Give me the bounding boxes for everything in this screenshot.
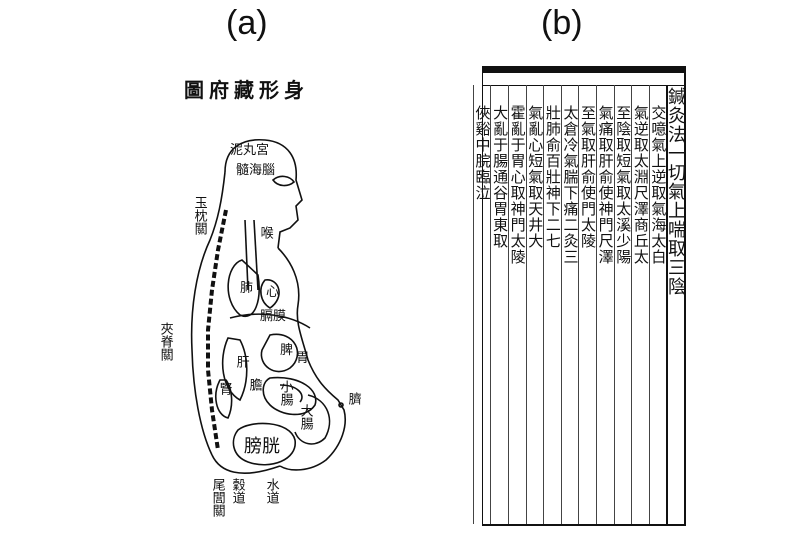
label-dan: 膽 (246, 378, 262, 391)
lower-body-outline (211, 454, 281, 474)
torso-front-outline (277, 247, 346, 471)
label-qi: 臍 (345, 392, 361, 405)
label-xiaochang: 小腸 (277, 380, 293, 406)
diaphragm-line (229, 313, 311, 329)
page-left-border (482, 73, 483, 524)
label-niwan: 泥丸宮 (230, 143, 270, 158)
page-top-rule (482, 85, 686, 86)
back-outline (190, 171, 226, 456)
figure-a-title: 圖府藏形身 (184, 78, 309, 102)
panel-label-a: (a) (226, 4, 268, 42)
text-column-6: 至氣取肝俞使門太陵 (578, 85, 596, 524)
text-column-5: 氣痛取肝俞使神門尺澤 (596, 85, 614, 524)
text-column-10: 霍亂于胃心取神門太陵 (508, 85, 526, 524)
eye-shape (271, 175, 296, 187)
text-column-7: 太倉冷氣腨下痛二灸三 (560, 85, 578, 524)
small-intestine-shape (262, 376, 317, 416)
text-column-12: 俠谿中脘臨泣 (472, 85, 490, 524)
label-hou: 喉 (257, 226, 273, 239)
label-gan: 肝 (233, 355, 249, 368)
panel-label-b: (b) (541, 4, 583, 42)
text-column-9: 氣亂心短氣取天井大 (525, 85, 543, 524)
label-yuzhen: 玉枕關 (191, 196, 207, 235)
label-gudao: 穀道 (229, 478, 245, 504)
text-column-1: 鍼灸法一切氣上喘取三陰 (666, 85, 684, 524)
label-jiaji: 夾脊關 (157, 322, 173, 361)
label-wei: 胃 (296, 351, 310, 366)
navel-mark (338, 402, 344, 408)
acupuncture-text-page: 鍼灸法一切氣上喘取三陰 交噫氣上逆取氣海太白 氣逆取太淵尺澤商丘太 至陰取短氣取… (472, 66, 686, 526)
text-columns: 鍼灸法一切氣上喘取三陰 交噫氣上逆取氣海太白 氣逆取太淵尺澤商丘太 至陰取短氣取… (472, 85, 684, 524)
label-pi: 脾 (280, 343, 294, 358)
text-column-2: 交噫氣上逆取氣海太白 (648, 85, 666, 524)
heart-shape (260, 279, 280, 309)
spine-chain (206, 209, 228, 451)
text-column-4: 至陰取短氣取太溪少陽 (613, 85, 631, 524)
body-outline-drawing (190, 138, 346, 474)
liver-shape (221, 337, 248, 402)
label-shuidao: 水道 (263, 478, 279, 504)
label-suihai: 髓海腦 (236, 163, 276, 178)
stomach-shape (260, 333, 299, 373)
body-organ-diagram: 圖府藏形身 泥丸宮 髓海腦 玉枕關 喉 肺 心 膈膜 脾 胃 肝 腎 膽 小腸 … (130, 60, 370, 530)
head-outline (224, 138, 303, 249)
bladder-shape (232, 422, 296, 466)
esophagus-tube (253, 219, 259, 291)
throat-tube (244, 219, 249, 291)
label-pangguang: 膀胱 (244, 436, 280, 457)
label-weilu: 尾閭關 (209, 478, 225, 517)
text-column-8: 壯肺俞百壯神下二七 (543, 85, 561, 524)
intestine-coil-1 (279, 384, 303, 403)
text-column-11: 大亂于腸通谷胃東取 (490, 85, 508, 524)
label-fei: 肺 (240, 281, 254, 296)
large-intestine-shape (294, 394, 331, 445)
kidney-shape (215, 379, 233, 419)
label-dachang: 大腸 (297, 404, 313, 430)
text-column-3: 氣逆取太淵尺澤商丘太 (631, 85, 649, 524)
label-xin: 心 (266, 285, 280, 300)
label-shen: 腎 (216, 382, 232, 395)
label-gehuang: 膈膜 (260, 309, 287, 324)
page-right-border (684, 73, 686, 524)
